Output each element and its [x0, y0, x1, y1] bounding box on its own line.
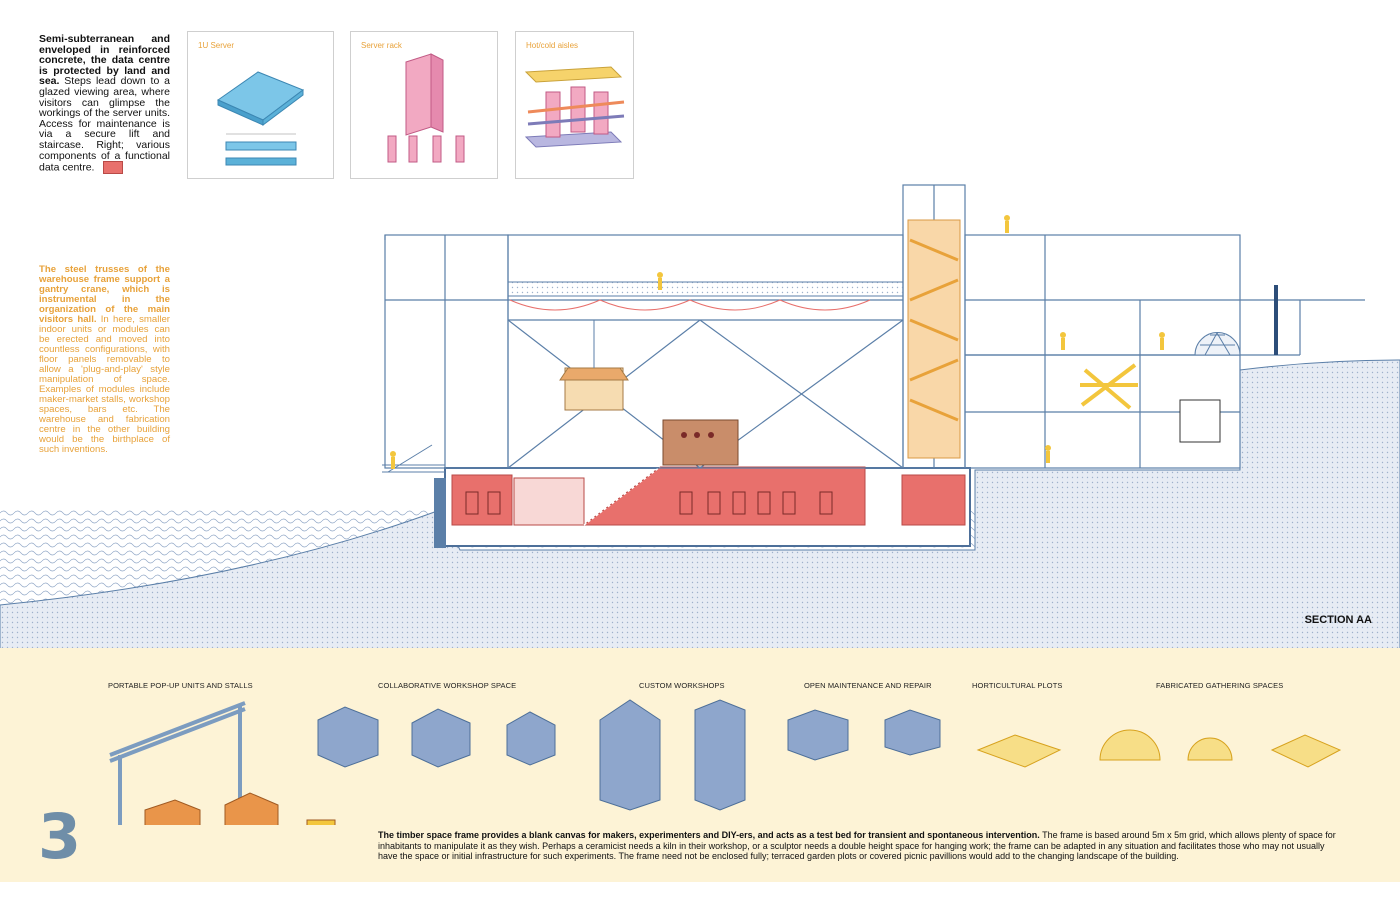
panel-hot-cold-aisles: Hot/cold aisles — [515, 31, 634, 179]
garden-and-domes — [976, 729, 1342, 768]
page-number: 3 — [38, 800, 82, 873]
intro-body: Steps lead down to a glazed viewing area… — [39, 75, 170, 174]
module-label: PORTABLE POP-UP UNITS AND STALLS — [108, 681, 253, 690]
stair-tower — [907, 219, 961, 459]
bottom-body: The frame is based around 5m x 5m grid, … — [378, 830, 1336, 862]
retaining-wall — [434, 478, 446, 548]
trusses-body: In here, smaller indoor units or modules… — [39, 314, 170, 455]
gantry-crane-illustration — [109, 701, 246, 825]
geodesic-dome — [1194, 332, 1241, 356]
panel-title: Hot/cold aisles — [526, 41, 579, 50]
roof-deck — [507, 281, 904, 297]
panel-title: 1U Server — [198, 41, 235, 50]
panel-1u-server: 1U Server — [187, 31, 334, 179]
module-label: OPEN MAINTENANCE AND REPAIR — [804, 681, 932, 690]
trusses-text: The steel trusses of the warehouse frame… — [39, 265, 170, 455]
module-label: CUSTOM WORKSHOPS — [639, 681, 725, 690]
intro-bold: Semi-subterranean and enveloped in reinf… — [39, 33, 170, 88]
popup-units — [144, 792, 336, 825]
truck — [1179, 399, 1221, 443]
module-illustrations — [109, 699, 1342, 825]
workshop-modules — [317, 699, 941, 811]
panel-server-rack: Server rack — [350, 31, 498, 179]
section-aa-drawing — [0, 184, 1400, 650]
server-rack-icon — [103, 161, 124, 175]
intro-text: Semi-subterranean and enveloped in reinf… — [39, 33, 170, 175]
yellow-scaffold — [1080, 363, 1138, 410]
1u-server-illustration — [216, 71, 305, 166]
server-hall-left — [451, 474, 513, 526]
module-label: FABRICATED GATHERING SPACES — [1156, 681, 1284, 690]
panel-title: Server rack — [361, 41, 402, 50]
trusses-bold: The steel trusses of the warehouse frame… — [39, 264, 170, 325]
server-rack-illustration — [387, 53, 465, 163]
workshop-unit — [662, 419, 739, 466]
viewing-area — [513, 477, 585, 526]
module-label: HORTICULTURAL PLOTS — [972, 681, 1063, 690]
section-label: SECTION AA — [1304, 614, 1372, 626]
server-hall-right — [901, 474, 966, 526]
module-label: COLLABORATIVE WORKSHOP SPACE — [378, 681, 517, 690]
people — [390, 215, 1165, 469]
timber-frame-text: The timber space frame provides a blank … — [378, 830, 1338, 862]
hot-cold-aisles-illustration — [524, 66, 625, 148]
mast — [1274, 285, 1278, 355]
bottom-bold: The timber space frame provides a blank … — [378, 830, 1040, 840]
gantry-module — [559, 320, 629, 411]
server-racks — [465, 491, 833, 515]
roof-truss — [509, 299, 871, 311]
